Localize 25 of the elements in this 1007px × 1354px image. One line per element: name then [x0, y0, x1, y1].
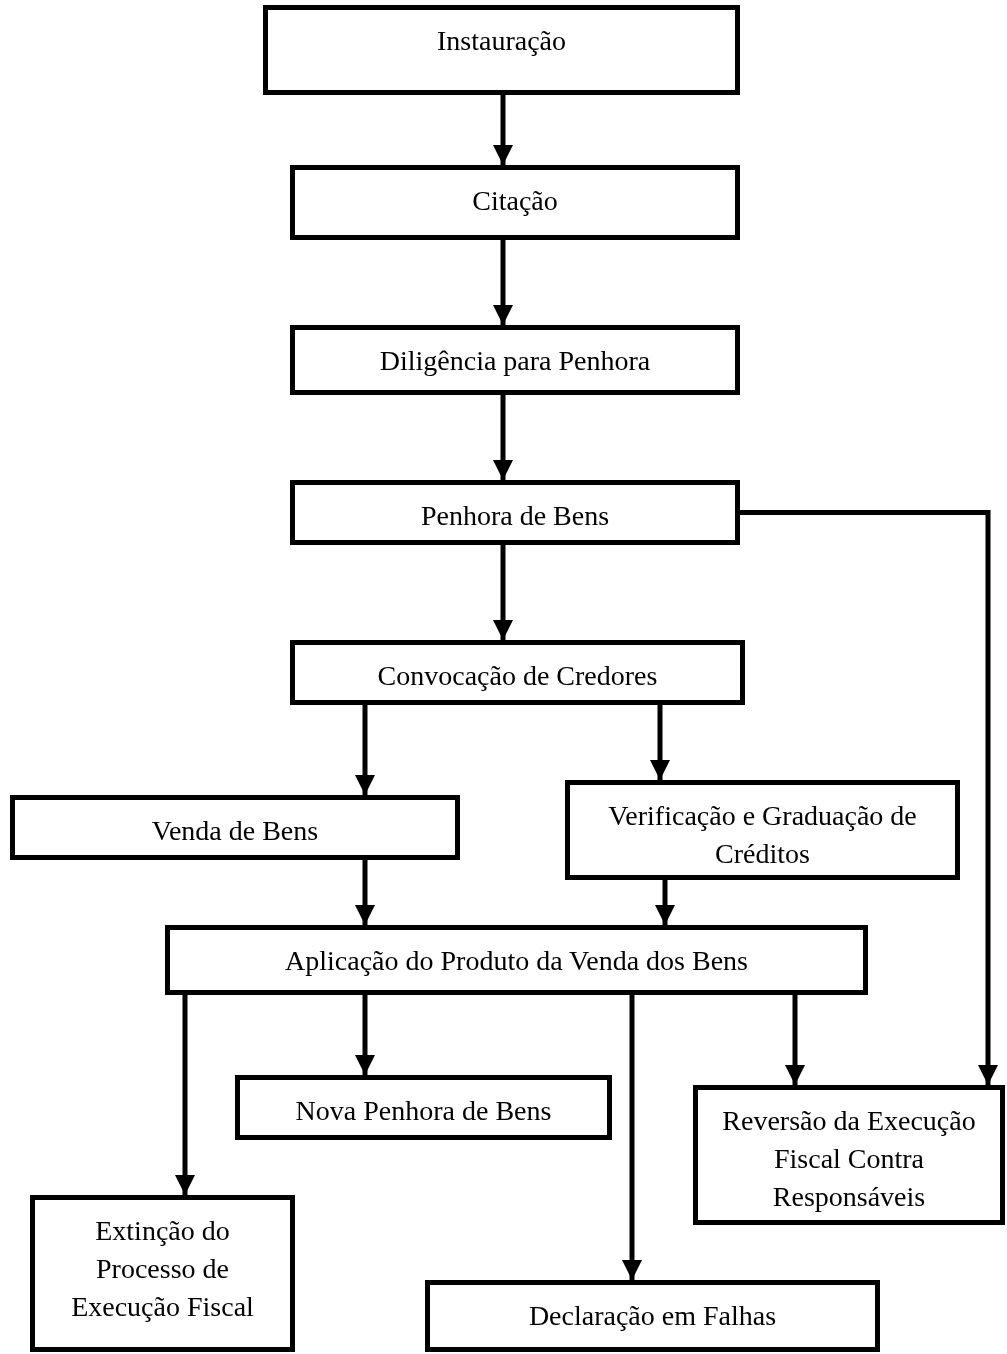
arrow [740, 510, 998, 1085]
process-box: Reversão da Execução Fiscal Contra Responsáveis [693, 1085, 1005, 1225]
arrow [355, 995, 375, 1075]
arrow [650, 705, 670, 780]
process-box: Diligência para Penhora [290, 325, 740, 395]
arrow [493, 240, 513, 325]
process-box: Nova Penhora de Bens [235, 1075, 612, 1140]
process-box: Convocação de Credores [290, 640, 745, 705]
arrow [622, 995, 642, 1280]
arrow [785, 995, 805, 1085]
process-box: Aplicação do Produto da Venda dos Bens [165, 925, 868, 995]
arrow [355, 705, 375, 795]
process-box: Penhora de Bens [290, 480, 740, 545]
process-box: Verificação e Graduação de Créditos [565, 780, 960, 880]
arrow [655, 880, 675, 925]
arrow [493, 395, 513, 480]
process-box: Extinção do Processo de Execução Fiscal [30, 1195, 295, 1352]
process-box: Declaração em Falhas [425, 1280, 880, 1352]
arrow [175, 995, 195, 1195]
arrow [493, 545, 513, 640]
arrow [355, 860, 375, 925]
process-box: Instauração [263, 5, 740, 95]
process-box: Citação [290, 165, 740, 240]
process-box: Venda de Bens [10, 795, 460, 860]
arrow [493, 95, 513, 165]
